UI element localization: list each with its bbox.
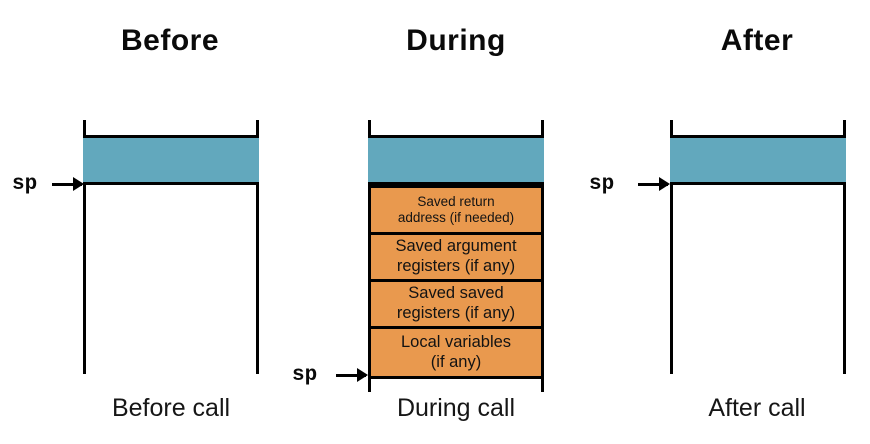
frame-label-line: (if any): [430, 352, 482, 371]
panel-caption-after: After call: [708, 394, 806, 422]
frame-label-line: registers (if any): [396, 257, 516, 275]
stack-left-line-before: [83, 120, 86, 374]
right-arrow-icon: [336, 367, 368, 382]
panel-title-during: During: [406, 24, 506, 57]
panel-caption-before: Before call: [111, 394, 231, 422]
sp-pointer-during: sp: [292, 361, 368, 389]
frame-label-line: address (if needed): [397, 210, 515, 225]
sp-label: sp: [12, 172, 38, 196]
right-arrow-icon: [52, 176, 84, 191]
frame-label-line: registers (if any): [396, 304, 516, 322]
stack-right-line-after: [843, 120, 846, 374]
sp-pointer-before: sp: [12, 170, 84, 198]
panel-title-after: After: [720, 24, 794, 57]
panel-caption-during: During call: [396, 394, 516, 422]
allocated-stack-block-during: [368, 135, 544, 185]
sp-label: sp: [292, 363, 318, 387]
stack-frame-saved-argument-registers: Saved argument registers (if any): [368, 232, 544, 282]
frame-label-line: Local variables: [400, 332, 512, 351]
stack-right-line-before: [256, 120, 259, 374]
right-arrow-icon: [638, 176, 670, 191]
stack-left-line-after: [670, 120, 673, 374]
sp-label: sp: [589, 172, 615, 196]
stack-frame-saved-return-address: Saved return address (if needed): [368, 185, 544, 235]
frame-label-line: Saved saved: [408, 284, 504, 303]
allocated-stack-block-after: [670, 135, 846, 185]
frame-label-line: Saved return: [417, 193, 495, 209]
stack-frame-saved-saved-registers: Saved saved registers (if any): [368, 279, 544, 329]
sp-pointer-after: sp: [589, 170, 670, 198]
stack-frame-local-variables: Local variables (if any): [368, 326, 544, 379]
panel-title-before: Before: [120, 24, 220, 57]
allocated-stack-block-before: [83, 135, 259, 185]
frame-label-line: Saved argument: [395, 237, 517, 256]
